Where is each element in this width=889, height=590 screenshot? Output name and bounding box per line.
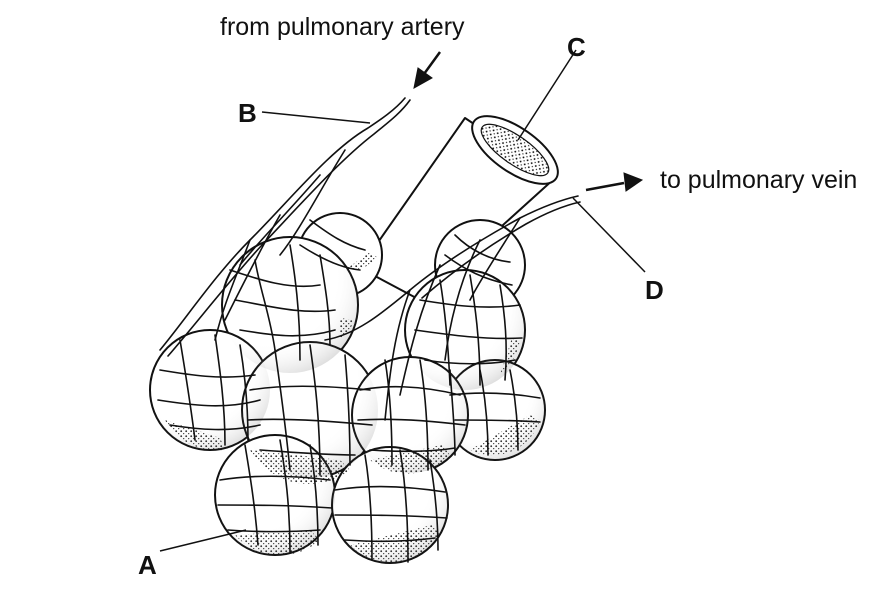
label-d: D [645,275,664,305]
to-pulmonary-vein-label: to pulmonary vein [660,166,858,194]
leader-d [572,197,646,273]
arrow-in [413,51,442,89]
capillary-network [157,97,581,563]
leader-a [159,529,247,552]
arrow-out [585,172,644,192]
leader-c [517,49,577,141]
label-c: C [567,32,586,62]
label-a: A [138,550,157,580]
label-b: B [238,98,257,128]
from-pulmonary-artery-label: from pulmonary artery [220,13,465,41]
leader-b [261,111,371,124]
